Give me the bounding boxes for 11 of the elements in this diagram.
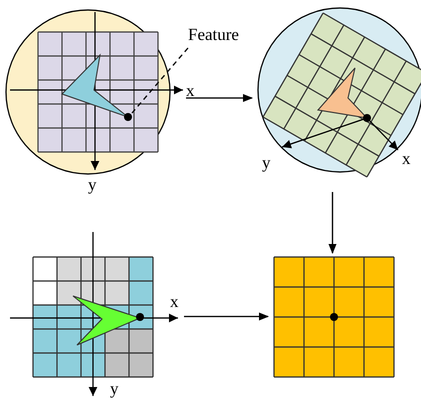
axis-label: x [186,82,194,100]
arrow [328,192,336,254]
arrow [186,94,253,102]
arrow [184,312,269,320]
axis-label: y [262,154,270,172]
axis-label: x [170,293,178,311]
axis-label: y [110,380,118,398]
callout-label: Feature [188,26,239,44]
axis-label: x [402,150,410,168]
feature-point [124,113,132,121]
axis-label: y [88,176,96,194]
